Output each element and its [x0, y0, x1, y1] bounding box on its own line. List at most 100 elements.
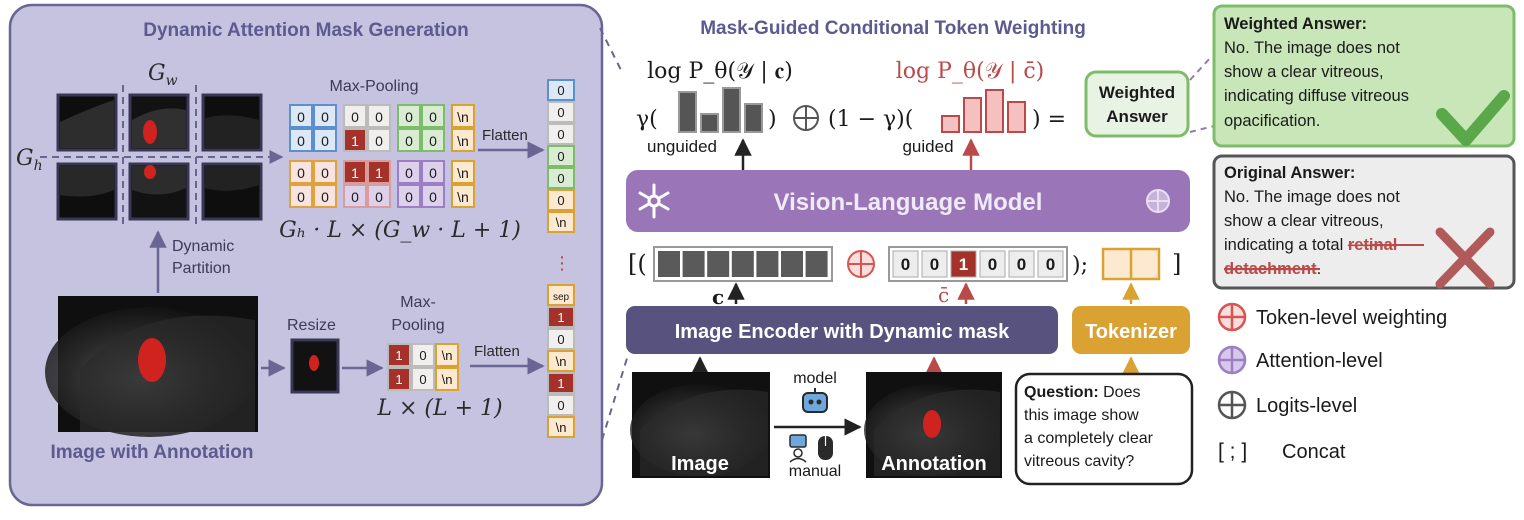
mask-cell-value: 0 — [375, 189, 383, 205]
mask-cell — [343, 184, 367, 208]
mask-cell-value: 0 — [375, 109, 383, 125]
lesion-mark-2 — [144, 165, 156, 179]
unguided-bars — [678, 87, 763, 133]
mask-token-value: 0 — [901, 255, 910, 274]
unguided-bar-3 — [722, 87, 741, 133]
mask-cell-value: 1 — [375, 165, 383, 181]
left-panel-title: Dynamic Attention Mask Generation — [143, 20, 469, 41]
ellipsis-dots: ⋮ — [553, 253, 571, 273]
flat-cell-value: 0 — [557, 171, 564, 186]
mask-cell-value: 0 — [405, 133, 413, 149]
weighted-answer-box — [1084, 70, 1190, 138]
annotator-icon — [789, 434, 807, 463]
flat-cell-bottom — [547, 394, 575, 416]
original-answer-line-2: show a clear vitreous, — [1224, 212, 1384, 230]
close-semicolon: ); — [1072, 253, 1088, 278]
weighted-box-label-2: Answer — [1106, 107, 1168, 126]
mask-token-strip — [888, 246, 1068, 282]
mask-cell — [289, 184, 313, 208]
legend-label-logits: Logits-level — [1256, 395, 1357, 417]
mask-cell-value: 0 — [375, 133, 383, 149]
small-mask-cell-value: \n — [442, 348, 453, 363]
small-mask-cell-value: \n — [442, 372, 453, 387]
legend-label-token: Token-level weighting — [1256, 307, 1447, 329]
legend: Token-level weighting Attention-level Lo… — [1217, 302, 1447, 463]
guided-bar-4 — [1007, 101, 1026, 133]
visual-token — [756, 251, 779, 277]
mask-cell — [451, 104, 475, 128]
token-level-operator — [847, 250, 875, 278]
mask-cell-value: 0 — [405, 165, 413, 181]
unguided-bar-4 — [744, 103, 763, 133]
log-prob-unguided: log P_θ(𝒴 | 𝐜) — [647, 59, 793, 84]
middle-panel-title: Mask-Guided Conditional Token Weighting — [700, 18, 1086, 39]
flat-cell-bottom-value: sep — [553, 292, 570, 303]
log-prob-guided: log P_θ(𝒴 | c̄) — [896, 59, 1045, 84]
mask-cell — [421, 160, 445, 184]
mask-cell — [397, 104, 421, 128]
manual-label: manual — [789, 463, 841, 480]
flat-cell-bottom — [547, 328, 575, 350]
mask-token — [1008, 250, 1035, 278]
image-encoder-label: Image Encoder with Dynamic mask — [675, 321, 1010, 343]
flat-cell-bottom — [547, 416, 575, 438]
visual-token — [731, 251, 754, 277]
mask-cell — [421, 128, 445, 152]
flat-cell — [547, 101, 575, 123]
guided-bar-3 — [985, 89, 1004, 133]
annotated-image — [45, 296, 258, 437]
dynamic-partition-label-2: Partition — [172, 260, 231, 277]
small-mask-cell — [435, 343, 459, 367]
resize-label: Resize — [287, 317, 336, 334]
max-pooling-bottom-label-1: Max- — [400, 294, 436, 311]
flatten-bottom-label: Flatten — [474, 343, 520, 360]
mask-cell — [343, 128, 367, 152]
flat-cell-value: \n — [556, 215, 567, 230]
mask-cell — [397, 128, 421, 152]
guided-bar-2 — [963, 97, 982, 133]
bracket-close: ] — [1172, 250, 1181, 278]
flat-cell-bottom-value: 0 — [557, 398, 564, 413]
mask-cell-value: 0 — [297, 189, 305, 205]
concat-symbol: [ ; ] — [1218, 440, 1247, 463]
guided-bar-1 — [941, 115, 960, 133]
mask-cell-value: \n — [457, 109, 469, 125]
unguided-bar-1 — [678, 91, 697, 133]
mask-cell-value: \n — [457, 189, 469, 205]
connector-bottom — [601, 354, 629, 441]
flat-cell-bottom-value: \n — [556, 420, 567, 435]
small-mask-cell-value: 1 — [395, 348, 402, 363]
mask-cell — [367, 104, 391, 128]
mask-cell-value: 0 — [429, 133, 437, 149]
weighted-answer-line-1: No. The image does not — [1224, 39, 1400, 57]
small-mask-cell — [411, 343, 435, 367]
visual-token — [805, 251, 828, 277]
legend-logits-level: Logits-level — [1217, 390, 1357, 420]
mask-token — [950, 250, 977, 278]
mask-cell — [367, 184, 391, 208]
resized-lesion — [309, 355, 319, 371]
mask-cell-value: 0 — [321, 189, 329, 205]
image-encoder-box — [626, 306, 1058, 354]
flat-cell — [547, 189, 575, 211]
mask-cell-value: \n — [457, 165, 469, 181]
vision-language-model-box — [626, 170, 1190, 232]
mask-token — [892, 250, 919, 278]
annotation-image — [864, 372, 1002, 478]
mask-cell-value: 0 — [321, 165, 329, 181]
gamma-open: γ( — [636, 107, 658, 132]
logits-level-operator — [793, 105, 819, 131]
raw-image — [630, 372, 770, 478]
snowflake-icon — [638, 183, 670, 219]
middle-panel: Mask-Guided Conditional Token Weighting … — [626, 18, 1194, 486]
mask-token-value: 0 — [1017, 255, 1026, 274]
flat-cell-value: 0 — [557, 127, 564, 142]
mask-cell — [313, 184, 337, 208]
mask-cell-value: 0 — [297, 165, 305, 181]
lesion-mark — [143, 120, 157, 144]
mask-cell-value: 0 — [351, 109, 359, 125]
original-answer-panel — [1212, 154, 1516, 290]
